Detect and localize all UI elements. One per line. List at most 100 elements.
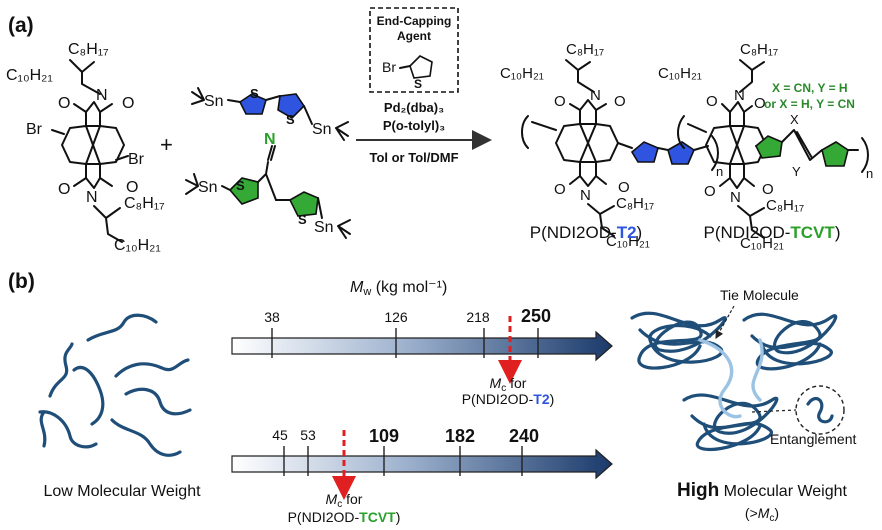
product-t2-thiophene-1: [630, 141, 659, 163]
monomer-top-alkyl-bond: [69, 59, 101, 95]
thiophene-blue-2: [277, 93, 306, 119]
bar1-tick-126: 126: [384, 309, 408, 325]
monomer-bottom-n: N: [86, 189, 98, 206]
product-tcvt-x: X: [790, 112, 799, 127]
monomer-top-o-right: O: [122, 95, 134, 112]
tcvt-substituent-note-1: X = CN, Y = H: [772, 81, 848, 95]
bar2-ticks: [283, 446, 523, 476]
monomer-bottom-alkyl-bond: [93, 205, 123, 243]
bar2-tick-109: 109: [369, 426, 399, 446]
svg-text:O: O: [706, 93, 718, 110]
bromothiophene-s: S: [414, 77, 422, 91]
thiophene-blue-1: [238, 93, 267, 115]
monomer-br-right: Br: [128, 151, 145, 168]
tcvt-stannyl-right-label: Sn: [314, 219, 334, 236]
svg-text:C₁₀H₂₁: C₁₀H₂₁: [658, 65, 702, 82]
bar1-ticks: [271, 328, 539, 358]
bithiophene-monomer: Sn S S Sn: [191, 86, 349, 141]
monomer-imide-top: [73, 101, 113, 127]
tie-molecule-label: Tie Molecule: [720, 287, 799, 303]
tie-molecule-chain: [698, 338, 764, 419]
svg-text:O: O: [754, 95, 766, 112]
mc-name-tcvt: P(NDI2OD-TCVT): [288, 509, 401, 525]
monomer-imide-bottom: [73, 163, 113, 189]
ndi-monomer: C₈H₁₇ C₁₀H₂₁ N O O Br Br O N O C₈H₁₇ C₁₀…: [6, 41, 165, 254]
thiophene-green-1-s: S: [236, 178, 245, 193]
monomer-bottom-o-right: O: [126, 179, 138, 196]
bar2-tick-240: 240: [509, 426, 539, 446]
svg-text:N: N: [590, 87, 601, 104]
bar1-tick-218: 218: [466, 309, 490, 325]
thiophene-green-1: [228, 177, 259, 205]
entanglement-zoom-circle: [795, 385, 845, 435]
mc-label-t2: Mc for: [490, 375, 527, 394]
cyano-n-label: N: [264, 131, 276, 148]
monomer-bottom-o-left: O: [58, 181, 70, 198]
product-tcvt-thiophene-1: [755, 135, 783, 159]
svg-text:C₈H₁₇: C₈H₁₇: [766, 197, 804, 214]
mw-axis-title: Mw (kg mol⁻¹): [350, 279, 447, 298]
catalyst-label: Pd₂(dba)₃: [384, 100, 444, 115]
svg-text:C₁₀H₂₁: C₁₀H₂₁: [606, 233, 650, 250]
svg-text:N: N: [734, 87, 745, 104]
high-mw-condition: (>Mc): [745, 505, 779, 524]
panel-a-label: (a): [8, 14, 34, 37]
end-capping-br: Br: [382, 59, 396, 75]
svg-text:C₁₀H₂₁: C₁₀H₂₁: [740, 235, 784, 252]
bar2-tick-53: 53: [300, 427, 316, 443]
panel-b-label: (b): [8, 270, 35, 293]
end-capping-box: [369, 7, 459, 93]
stannyl-right-label: Sn: [312, 121, 332, 138]
bar2-tick-45: 45: [272, 427, 288, 443]
bromothiophene-ring: [409, 55, 433, 79]
svg-text:O: O: [554, 93, 566, 110]
monomer-top-c8-label: C₈H₁₇: [68, 41, 109, 58]
plus-sign: +: [160, 132, 173, 157]
bar2-tick-182: 182: [445, 426, 475, 446]
mc-name-t2: P(NDI2OD-T2): [462, 391, 555, 407]
entanglement-label: Entanglement: [770, 431, 857, 447]
thiophene-blue-1-s: S: [250, 86, 259, 101]
high-mw-label: High Molecular Weight: [677, 480, 848, 501]
product-tcvt-y: Y: [792, 164, 801, 179]
solvent-label: Tol or Tol/DMF: [369, 150, 458, 165]
thiophene-green-2: [288, 191, 319, 217]
product-t2-name: P(NDI2OD-T2): [530, 223, 642, 242]
product-t2-left-bracket: [521, 115, 557, 149]
svg-text:C₈H₁₇: C₈H₁₇: [566, 41, 604, 58]
tcvt-stannyl-left-label: Sn: [198, 179, 218, 196]
low-mw-label: Low Molecular Weight: [43, 483, 201, 500]
svg-text:O: O: [554, 181, 566, 198]
svg-text:O: O: [614, 93, 626, 110]
ligand-label: P(o-tolyl)₃: [383, 118, 445, 133]
svg-text:O: O: [618, 179, 630, 196]
product-tcvt-thiophene-2: [821, 141, 849, 167]
monomer-bottom-c10-label: C₁₀H₂₁: [114, 237, 161, 254]
product-tcvt-structure: C₈H₁₇ C₁₀H₂₁ N O O O N O C₈H₁₇ C₁₀H₂₁ X …: [658, 41, 873, 252]
entanglement-zoom-line: [751, 409, 797, 413]
svg-text:C₈H₁₇: C₈H₁₇: [740, 41, 778, 58]
product-tcvt-left-bracket: [677, 115, 707, 149]
product-t2-structure: C₈H₁₇ C₁₀H₂₁ N O O O N O C₈H₁₇ C₁₀H₂₁ n: [500, 41, 723, 250]
monomer-naphthalene-core: [61, 125, 125, 165]
tcvt-substituent-note-2: or X = H, Y = CN: [764, 97, 855, 111]
monomer-br-left: Br: [26, 121, 43, 138]
monomer-top-n: N: [96, 87, 108, 104]
product-t2-n: n: [716, 164, 723, 179]
monomer-bottom-c8-label: C₈H₁₇: [124, 195, 165, 212]
thiophene-blue-2-s: S: [286, 112, 295, 127]
low-mw-chains-illustration: [38, 313, 192, 457]
svg-text:O: O: [704, 183, 716, 200]
thiophene-green-2-s: S: [298, 212, 307, 227]
mc-label-tcvt: Mc for: [326, 491, 363, 510]
svg-text:C₁₀H₂₁: C₁₀H₂₁: [500, 65, 544, 82]
end-capping-title-2: Agent: [397, 29, 431, 43]
svg-text:O: O: [762, 181, 774, 198]
mw-bar-tcvt: [231, 448, 613, 480]
product-tcvt-right-bracket: [847, 137, 869, 173]
product-tcvt-name: P(NDI2OD-TCVT): [704, 223, 841, 242]
monomer-top-o-left: O: [58, 95, 70, 112]
product-t2-right-bracket: [693, 135, 719, 171]
product-tcvt-n: n: [866, 166, 873, 181]
